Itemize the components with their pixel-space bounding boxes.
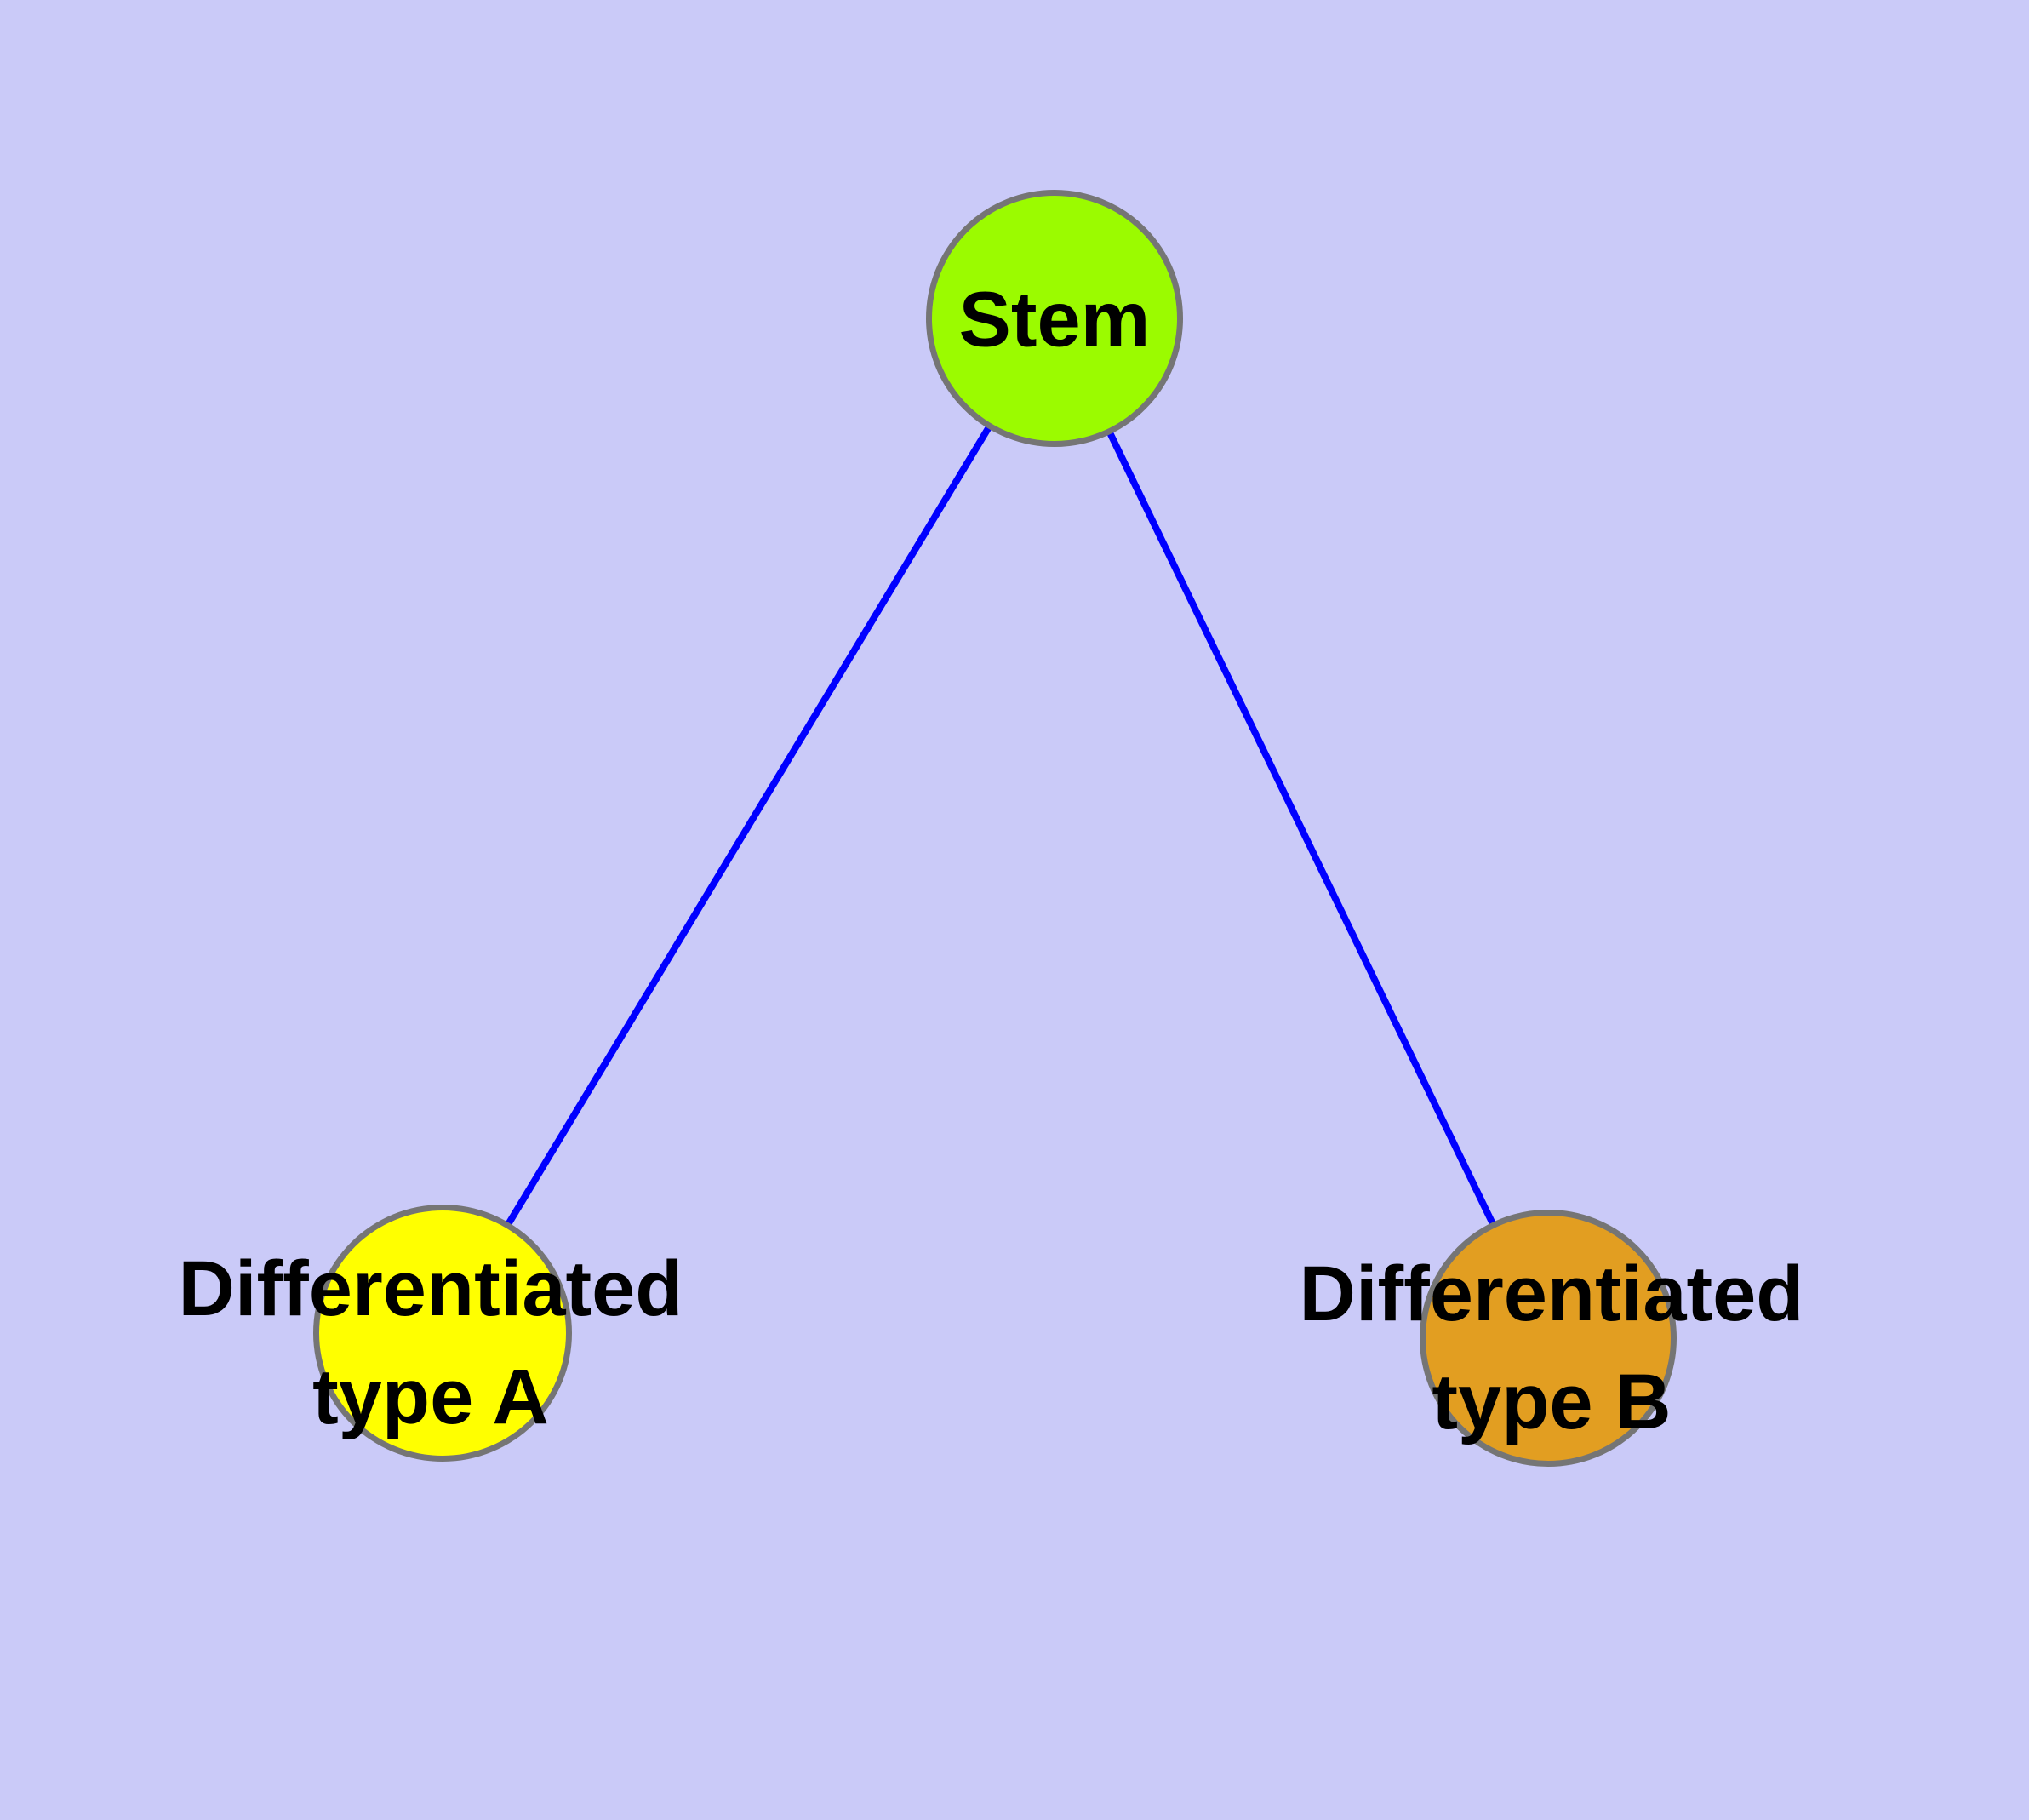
node-differentiated-type-a (313, 1205, 572, 1462)
node-label-stem: Stem (958, 276, 1151, 363)
node-label-differentiated-type-a: Differentiated type A (178, 1245, 683, 1440)
edge-stem-to-type-b (1051, 317, 1552, 1340)
node-stem (926, 190, 1183, 447)
edge-stem-to-type-a (439, 316, 1058, 1336)
node-label-differentiated-type-b: Differentiated type B (1299, 1251, 1804, 1445)
node-differentiated-type-b (1420, 1210, 1677, 1467)
